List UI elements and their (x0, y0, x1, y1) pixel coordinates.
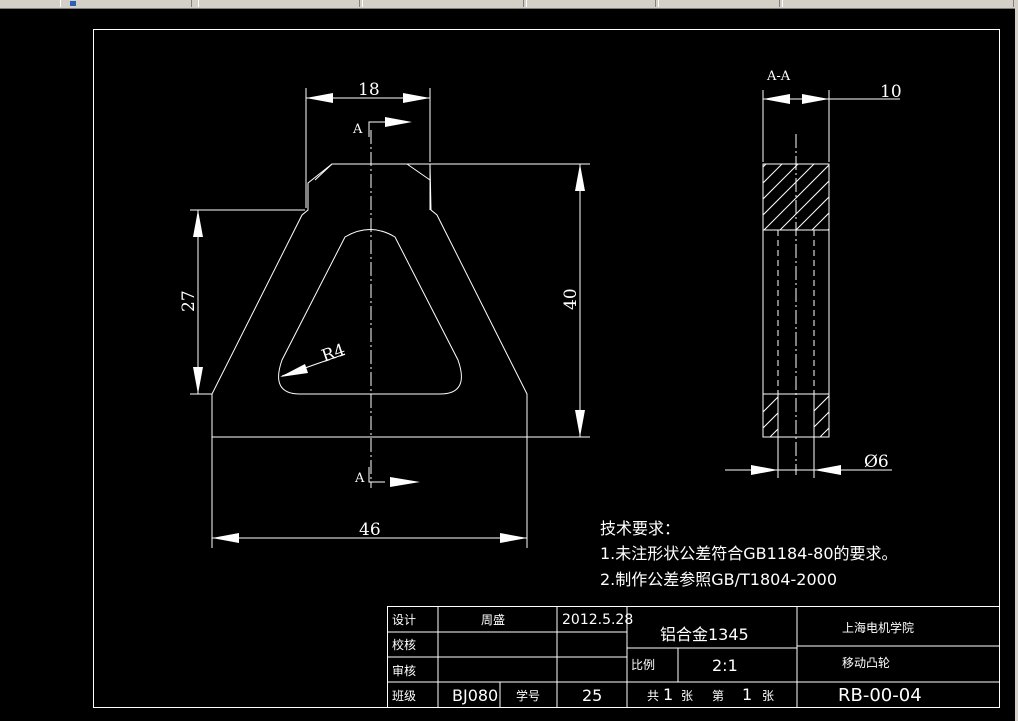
tb-total-value: 1 (663, 685, 673, 704)
tb-drawing-number: RB-00-04 (838, 685, 922, 706)
cut-marker-top (368, 121, 385, 137)
chamfer-left (314, 163, 333, 181)
section-title: A-A (766, 69, 791, 84)
tb-sheet-unit-1: 张 (681, 689, 693, 703)
dim-left-height: 27 (179, 290, 199, 312)
notes-title: 技术要求： (600, 519, 680, 538)
title-block: 设计 周盛 2012.5.28 校核 审核 班级 BJ080 学号 25 铝合金… (387, 606, 1000, 708)
drawing-border (93, 29, 1000, 708)
tb-material: 铝合金1345 (660, 625, 749, 644)
dim-arrow (763, 94, 790, 104)
technical-requirements: 技术要求： 1.未注形状公差符合GB1184-80的要求。 2.制作公差参照GB… (600, 519, 898, 589)
cut-marker-bottom (368, 467, 385, 483)
scrollbar[interactable] (1015, 8, 1018, 721)
tb-sheet-value: 1 (742, 685, 752, 704)
cut-label-bottom: A (354, 471, 365, 486)
tb-scale-value: 2:1 (712, 656, 738, 675)
chamfer-right (406, 163, 431, 181)
dim-arrow (193, 367, 203, 394)
dim-arrow (814, 465, 841, 475)
dim-arrow (306, 93, 333, 103)
hatch-bottom-right (814, 395, 829, 437)
dim-bottom-width: 46 (359, 520, 381, 540)
dim-right-height: 40 (561, 288, 581, 310)
window-top-bar (0, 0, 1018, 9)
tb-seq-label: 学号 (516, 688, 540, 703)
dim-arrow (500, 533, 527, 543)
tb-class-value: BJ080 (452, 686, 498, 705)
tb-seq-value: 25 (582, 686, 602, 705)
dim-arrow (212, 533, 239, 543)
tb-review-label: 审核 (392, 663, 416, 678)
cut-arrow-top (385, 117, 412, 127)
hatch-top (763, 164, 829, 230)
inner-cutout (278, 229, 462, 395)
dim-arrow (575, 164, 585, 191)
dim-arrow (193, 210, 203, 237)
tab-1[interactable] (60, 0, 192, 7)
notes-item-2: 2.制作公差参照GB/T1804-2000 (600, 570, 837, 589)
tab-3[interactable] (362, 0, 524, 7)
tb-total-label: 共 (647, 689, 659, 703)
cut-label-top: A (352, 122, 363, 137)
section-view: A-A (725, 69, 902, 478)
hatch-bottom-left (763, 396, 778, 437)
dim-arrow (802, 94, 829, 104)
front-view: A A 18 27 40 46 R4 (179, 80, 590, 548)
tb-design-label: 设计 (392, 613, 416, 627)
tb-designer: 周盛 (481, 612, 505, 627)
file-icon (70, 1, 76, 6)
tab-4[interactable] (526, 0, 656, 7)
cut-arrow-bottom (390, 477, 420, 487)
tab-5[interactable] (658, 0, 780, 7)
dim-hole: Ø6 (864, 452, 889, 472)
tb-class-label: 班级 (392, 689, 416, 703)
dim-arrow (751, 465, 778, 475)
tb-scale-label: 比例 (631, 658, 655, 672)
tb-school: 上海电机学院 (842, 620, 914, 635)
dim-arrow (575, 410, 585, 437)
tb-part-name: 移动凸轮 (842, 656, 890, 670)
dim-radius: R4 (319, 340, 348, 367)
tb-check-label: 校核 (392, 637, 416, 652)
part-outline (211, 163, 528, 438)
radius-arrow (280, 364, 308, 377)
dim-thickness: 10 (880, 82, 902, 102)
dim-arrow (403, 93, 430, 103)
tb-sheet-unit-2: 张 (762, 689, 774, 703)
tab-6[interactable] (782, 0, 1014, 7)
tab-2[interactable] (198, 0, 360, 7)
tb-date: 2012.5.28 (562, 612, 633, 628)
tb-sheet-label: 第 (712, 689, 724, 703)
notes-item-1: 1.未注形状公差符合GB1184-80的要求。 (600, 544, 898, 563)
dim-top-width: 18 (358, 80, 380, 100)
